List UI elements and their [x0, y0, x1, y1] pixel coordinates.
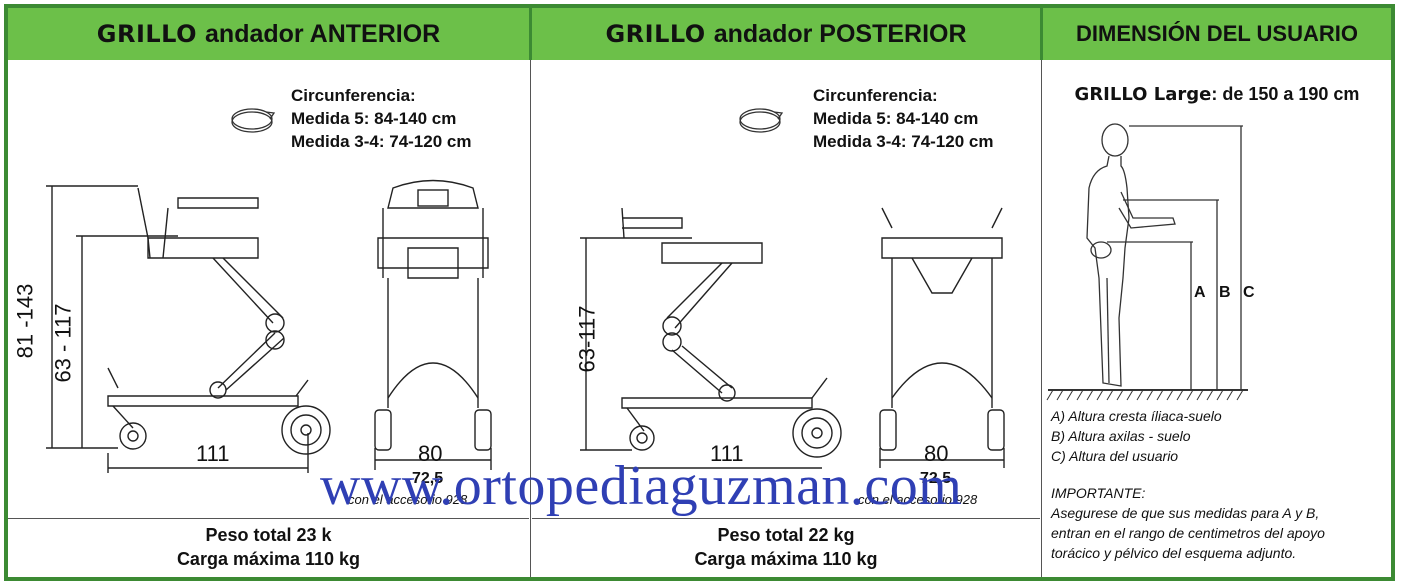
circumference-size34: Medida 3-4: 74-120 cm — [291, 132, 472, 151]
measurement-legend: A) Altura cresta íliaca-suelo B) Altura … — [1051, 406, 1222, 466]
label-a: A — [1194, 284, 1206, 301]
panel-footer: Peso total 22 kg Carga máxima 110 kg — [532, 523, 1040, 571]
header-divider — [1040, 8, 1043, 60]
header-divider — [529, 8, 532, 60]
label-b: B — [1219, 284, 1231, 301]
accessory-note: con el accesorio 928 — [348, 492, 468, 507]
footer-divider — [532, 518, 1040, 519]
size-brand: GRILLO Large — [1074, 84, 1212, 105]
panel-header: DIMENSIÓN DEL USUARIO — [1043, 8, 1391, 60]
panel-title: andador ANTERIOR — [205, 19, 441, 48]
important-note: IMPORTANTE: Asegurese de que sus medidas… — [1051, 483, 1325, 563]
circumference-label: Circunferencia: — [813, 86, 938, 105]
max-load: Carga máxima 110 kg — [176, 549, 361, 569]
total-weight: Peso total 22 kg — [717, 525, 855, 545]
size-range: GRILLO Large: de 150 a 190 cm — [1043, 84, 1391, 105]
circumference-text: Circunferencia: Medida 5: 84-140 cm Medi… — [291, 84, 471, 153]
walker-side-view-drawing — [580, 207, 842, 469]
dim-width: 80 — [418, 441, 443, 466]
website-watermark: www.ortopediaguzman.com — [320, 455, 963, 517]
column-divider — [1041, 8, 1042, 577]
legend-a: A) Altura cresta íliaca-suelo — [1051, 408, 1222, 424]
dim-total-height: 81 -143 — [12, 283, 38, 359]
circumference-icon — [739, 108, 784, 133]
spec-sheet: GRILLO andador ANTERIOR Circunferencia: … — [4, 4, 1395, 581]
important-line-1: Asegurese de que sus medidas para A y B, — [1051, 505, 1320, 521]
dim-length: 111 — [196, 441, 230, 466]
legend-b: B) Altura axilas - suelo — [1051, 428, 1191, 444]
walker-front-view-drawing — [879, 207, 1005, 468]
dim-width: 80 — [924, 441, 949, 466]
panel-title: andador POSTERIOR — [713, 19, 967, 48]
human-figure-diagram — [1046, 123, 1248, 401]
max-load: Carga máxima 110 kg — [694, 549, 878, 569]
panel-anterior: GRILLO andador ANTERIOR Circunferencia: … — [8, 8, 529, 577]
dim-handle-height: 63-117 — [574, 305, 600, 373]
circumference-size5: Medida 5: 84-140 cm — [291, 109, 457, 128]
size-text: : de 150 a 190 cm — [1211, 84, 1360, 104]
dim-inner-width: 72,5 — [412, 470, 444, 487]
footer-divider — [8, 518, 529, 519]
important-line-2: entran en el rango de centimetros del ap… — [1051, 525, 1325, 541]
brand-name: GRILLO — [605, 20, 706, 48]
brand-name: GRILLO — [96, 20, 198, 48]
dim-handle-height: 63 - 117 — [50, 303, 76, 383]
accessory-note: con el accesorio 928 — [858, 492, 978, 507]
column-divider — [530, 8, 531, 577]
legend-c: C) Altura del usuario — [1051, 448, 1179, 464]
label-c: C — [1243, 284, 1255, 301]
panel-header: GRILLO andador ANTERIOR — [8, 8, 529, 60]
panel-header: GRILLO andador POSTERIOR — [532, 8, 1040, 60]
panel-user-dimension: DIMENSIÓN DEL USUARIO GRILLO Large: de 1… — [1043, 8, 1391, 577]
dim-length: 111 — [710, 441, 744, 466]
walker-side-view-drawing — [46, 185, 331, 473]
important-line-3: torácico y pélvico del esquema adjunto. — [1051, 545, 1297, 561]
dim-inner-width: 72,5 — [920, 470, 952, 487]
circumference-size34: Medida 3-4: 74-120 cm — [813, 132, 994, 151]
circumference-text: Circunferencia: Medida 5: 84-140 cm Medi… — [813, 84, 993, 153]
panel-title: DIMENSIÓN DEL USUARIO — [1076, 21, 1358, 46]
circumference-icon — [231, 108, 276, 133]
circumference-size5: Medida 5: 84-140 cm — [813, 109, 979, 128]
walker-front-view-drawing — [374, 179, 492, 470]
circumference-label: Circunferencia: — [291, 86, 416, 105]
total-weight: Peso total 23 k — [205, 525, 332, 545]
panel-posterior: GRILLO andador POSTERIOR Circunferencia:… — [532, 8, 1040, 577]
important-title: IMPORTANTE: — [1051, 485, 1146, 501]
panel-footer: Peso total 23 k Carga máxima 110 kg — [8, 523, 529, 571]
